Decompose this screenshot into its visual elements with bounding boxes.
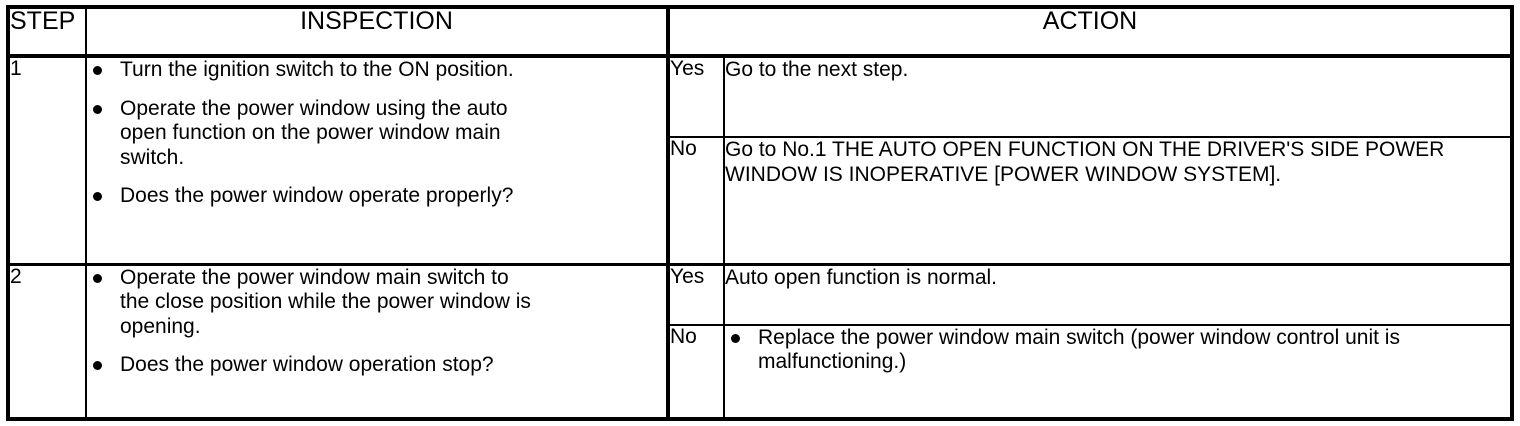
inspection-bullet-list-1: Turn the ignition switch to the ON posit… — [87, 58, 535, 209]
table-grid: STEP INSPECTION ACTION 1 Turn the igniti… — [10, 9, 1511, 417]
list-item: Does the power window operation stop? — [87, 353, 535, 378]
header-step: STEP — [10, 9, 87, 58]
list-item: Turn the ignition switch to the ON posit… — [87, 58, 535, 83]
bullet-icon — [93, 192, 102, 202]
bullet-icon — [93, 66, 102, 75]
result-label-no-2: No — [668, 323, 725, 417]
action-bullet-list-2: Replace the power window main switch (po… — [725, 326, 1425, 375]
inspection-bullet-list-2: Operate the power window main switch to … — [87, 266, 535, 378]
header-inspection: INSPECTION — [86, 9, 670, 58]
list-item: Does the power window operate properly? — [87, 184, 535, 209]
header-action: ACTION — [668, 9, 1511, 58]
table-row: 2 Operate the power window main switch t… — [10, 262, 1511, 417]
action-text: Auto open function is normal. — [725, 265, 997, 289]
action-cell-yes-1: Go to the next step. — [724, 56, 1510, 137]
action-text: Go to the next step. — [725, 58, 909, 81]
inspection-cell-2: Operate the power window main switch to … — [86, 262, 670, 417]
action-cell-yes-2: Auto open function is normal. — [724, 262, 1511, 325]
step-number-1: 1 — [10, 56, 87, 265]
inspection-cell-1: Turn the ignition switch to the ON posit… — [86, 56, 670, 265]
bullet-icon — [93, 273, 102, 283]
list-item: Replace the power window main switch (po… — [725, 326, 1425, 375]
table-header-row: STEP INSPECTION ACTION — [10, 9, 1511, 58]
result-label-yes-2: Yes — [668, 262, 725, 325]
table-row: No Go to No.1 THE AUTO OPEN FUNCTION ON … — [10, 135, 1511, 265]
table-row: No Replace the power window main switch … — [10, 323, 1511, 417]
bullet-icon — [93, 104, 102, 114]
diagnostic-table: STEP INSPECTION ACTION 1 Turn the igniti… — [6, 5, 1514, 421]
action-cell-no-2: Replace the power window main switch (po… — [724, 323, 1511, 417]
bullet-icon — [93, 361, 102, 371]
list-item: Operate the power window main switch to … — [87, 266, 535, 340]
step-number-2: 2 — [10, 262, 87, 417]
result-label-no-1: No — [668, 135, 725, 265]
action-cell-no-1: Go to No.1 THE AUTO OPEN FUNCTION ON THE… — [724, 135, 1511, 265]
action-text: Go to No.1 THE AUTO OPEN FUNCTION ON THE… — [725, 138, 1445, 186]
list-item: Operate the power window using the auto … — [87, 97, 535, 171]
table-row: 1 Turn the ignition switch to the ON pos… — [10, 56, 1510, 265]
result-label-yes-1: Yes — [668, 56, 725, 137]
bullet-icon — [731, 333, 740, 343]
